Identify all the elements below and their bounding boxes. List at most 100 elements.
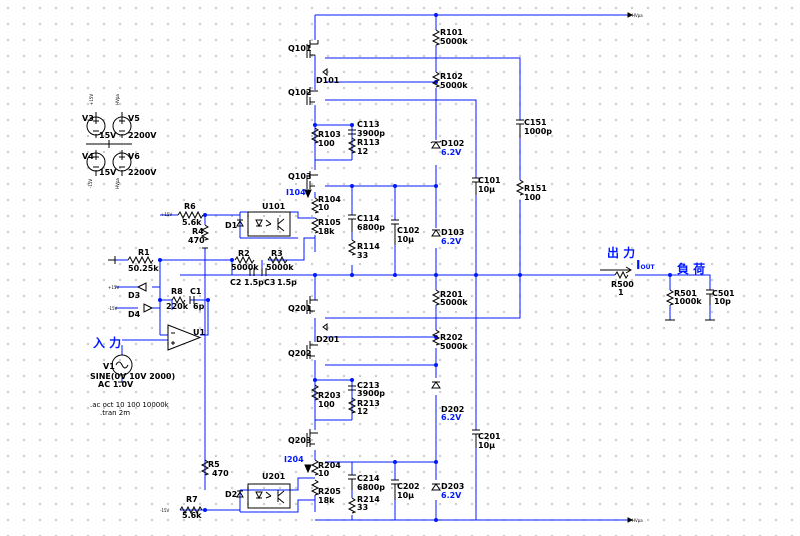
c101-value: 10µ — [478, 185, 496, 194]
d202-label: D202 — [441, 405, 465, 414]
c202-label: C202 — [397, 482, 420, 491]
c214-value: 6800p — [357, 483, 385, 492]
ac-directive[interactable]: .ac oct 10 100 10000k — [90, 401, 169, 409]
r5-label: R5 — [208, 460, 220, 469]
c102-value: 10µ — [397, 235, 415, 244]
r500-label: R500 — [611, 280, 634, 289]
hv-minus-label: HVpa — [632, 518, 643, 523]
c201-label: C201 — [478, 432, 501, 441]
d102-label: D102 — [441, 139, 465, 148]
r1-value: 50.25k — [128, 264, 159, 273]
r103-label: R103 — [318, 130, 341, 139]
i104-label: I104 — [286, 188, 306, 197]
i204-label: I204 — [284, 455, 304, 464]
r8-value: 220k — [166, 302, 189, 311]
q203-label: Q203 — [288, 436, 312, 445]
r6-label: R6 — [184, 202, 196, 211]
r501-label: R501 — [674, 289, 697, 298]
r104-value: 10 — [318, 203, 330, 212]
c3-label: C3 — [264, 278, 276, 287]
r204-value: 10 — [318, 469, 330, 478]
v3-value: 15V — [99, 131, 117, 140]
c1-value: 6p — [193, 302, 205, 311]
resistor-symbols — [127, 29, 675, 515]
r213-value: 12 — [357, 407, 369, 416]
v5-label: V5 — [128, 114, 140, 123]
c1-label: C1 — [190, 287, 202, 296]
c3-value: 1.5p — [277, 278, 297, 287]
r214-value: 33 — [357, 503, 369, 512]
v6-label: V6 — [128, 152, 140, 161]
r103-value: 100 — [318, 139, 335, 148]
r3-value: 5000k — [266, 263, 294, 272]
ground-symbols — [108, 247, 715, 383]
optocoupler-symbols — [247, 211, 291, 509]
r2-label: R2 — [238, 249, 250, 258]
q102-label: Q102 — [288, 88, 312, 97]
q201-label: Q201 — [288, 304, 312, 313]
r104-label: R104 — [318, 195, 341, 204]
iout-label: IOUT — [636, 258, 655, 272]
zener-symbols — [236, 68, 442, 498]
arrow-symbols — [304, 12, 634, 523]
r203-label: R203 — [318, 391, 341, 400]
r2-value: 5000k — [231, 263, 259, 272]
q103-label: Q103 — [288, 172, 312, 181]
m15-d4-label: -15V — [108, 306, 118, 311]
output-label: 出 力 — [607, 246, 636, 260]
u101-label: U101 — [262, 202, 286, 211]
r501-value: 1000k — [674, 297, 702, 306]
mosfet-symbols — [306, 40, 319, 447]
c213-value: 3900p — [357, 389, 385, 398]
input-label: 入 力 — [93, 336, 122, 350]
r7-label: R7 — [186, 495, 198, 504]
d3-label: D3 — [128, 291, 141, 300]
d101-label: D101 — [316, 76, 340, 85]
q101-label: Q101 — [288, 44, 312, 53]
r105-label: R105 — [318, 218, 341, 227]
v1-label: V1 — [103, 362, 115, 371]
d102-value: 6.2V — [441, 148, 462, 157]
r214-label: R214 — [357, 495, 380, 504]
tran-directive[interactable]: .tran 2m — [100, 409, 131, 417]
d202-value: 6.2V — [441, 413, 462, 422]
v6-net-label: HVpa — [114, 178, 120, 189]
r105-value: 18k — [318, 227, 335, 236]
r101-value: 5000k — [440, 37, 468, 46]
diode-symbols — [136, 282, 154, 313]
u201-label: U201 — [262, 472, 286, 481]
r202-label: R202 — [440, 333, 463, 342]
v4-net-label: -15V — [88, 178, 94, 189]
c202-value: 10µ — [397, 491, 415, 500]
r3-label: R3 — [271, 249, 283, 258]
c501-value: 10p — [714, 297, 731, 306]
r205-label: R205 — [318, 487, 341, 496]
p15-d3-label: +15V — [108, 285, 120, 290]
v3-label: V3 — [82, 114, 94, 123]
d203-value: 6.2V — [441, 491, 462, 500]
d103-label: D103 — [441, 228, 465, 237]
r114-value: 33 — [357, 251, 369, 260]
r102-value: 5000k — [440, 81, 468, 90]
v5-net-label: HVpa — [114, 94, 120, 105]
d103-value: 6.2V — [441, 237, 462, 246]
r113-value: 12 — [357, 147, 369, 156]
r101-label: R101 — [440, 28, 463, 37]
c2-value: 1.5p — [244, 278, 264, 287]
iout-sub: OUT — [640, 264, 655, 271]
r6-value: 5.6k — [182, 218, 202, 227]
opamp-symbol — [167, 324, 202, 351]
c102-label: C102 — [397, 226, 420, 235]
r7-value: 5.6k — [182, 511, 202, 520]
iout-main: I — [636, 258, 641, 272]
c501-label: C501 — [712, 289, 735, 298]
load-label: 負 荷 — [677, 262, 706, 276]
d201-label: D201 — [316, 335, 340, 344]
v5-value: 2200V — [128, 131, 157, 140]
r202-value: 5000k — [440, 342, 468, 351]
c113-value: 3900p — [357, 129, 385, 138]
v4-label: V4 — [82, 152, 94, 161]
source-symbols — [86, 112, 133, 376]
r204-label: R204 — [318, 461, 341, 470]
